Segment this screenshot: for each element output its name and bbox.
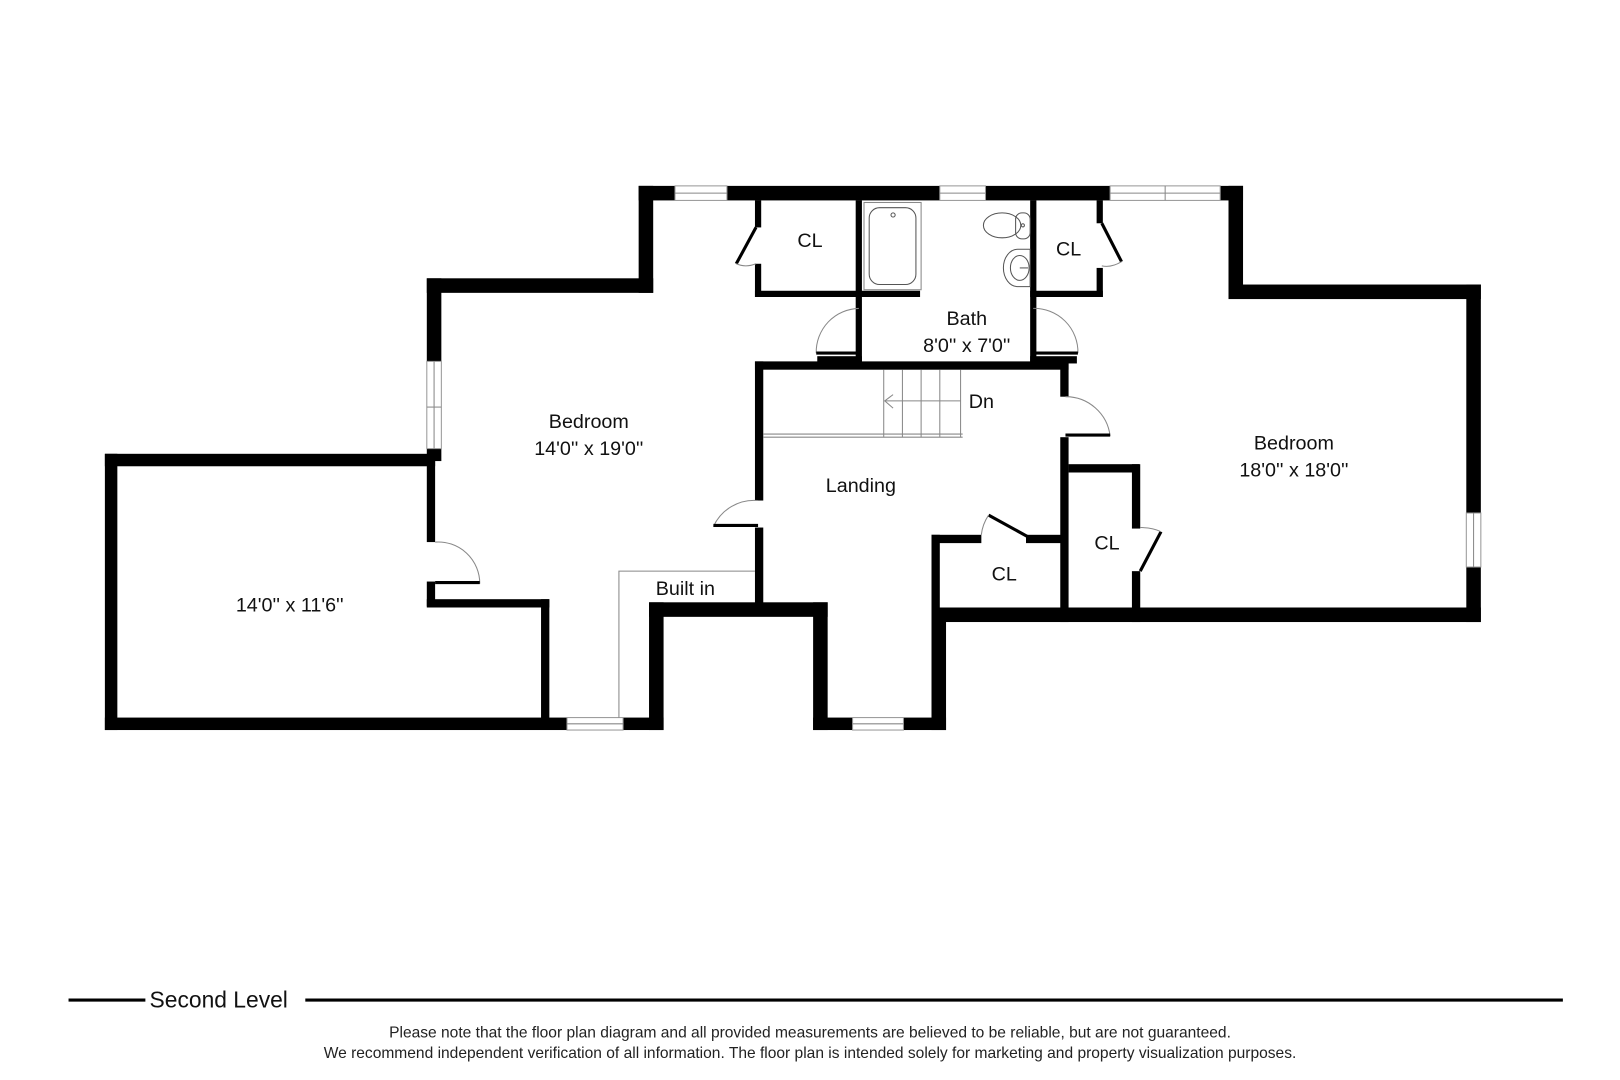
room-name: Landing (826, 475, 896, 497)
built-in-label: Built in (656, 578, 715, 600)
room-dims: 18'0'' x 18'0'' (1239, 460, 1348, 482)
room-dims: 14'0'' x 11'6'' (236, 595, 344, 617)
toilet-icon (982, 212, 1031, 240)
disclaimer: Please note that the floor plan diagram … (324, 1024, 1297, 1062)
room-dims: 8'0'' x 7'0'' (923, 335, 1010, 357)
windows (426, 185, 1482, 731)
room-name: Bath (947, 308, 988, 330)
room-name: Bedroom (1254, 433, 1334, 455)
stairs-down-label: Dn (969, 391, 994, 413)
closet-label: CL (797, 230, 822, 252)
built-in-outline (618, 570, 755, 718)
level-caption: Second Level (68, 986, 1563, 1012)
closet-label: CL (1094, 532, 1119, 554)
closet-label: CL (1056, 238, 1081, 260)
room-labels: Bedroom 14'0'' x 19'0'' Bath 8'0'' x 7'0… (236, 230, 1349, 617)
room-name: Bedroom (549, 411, 629, 433)
walls (104, 185, 1481, 731)
room-dims: 14'0'' x 19'0'' (534, 438, 643, 460)
disclaimer-line-2: We recommend independent verification of… (324, 1045, 1297, 1062)
disclaimer-line-1: Please note that the floor plan diagram … (389, 1024, 1231, 1041)
bathtub-icon (863, 201, 922, 291)
doors (435, 222, 1163, 585)
stairs-icon (763, 369, 963, 438)
closet-label: CL (992, 564, 1017, 586)
level-label: Second Level (150, 986, 288, 1012)
sink-icon (1002, 248, 1031, 288)
